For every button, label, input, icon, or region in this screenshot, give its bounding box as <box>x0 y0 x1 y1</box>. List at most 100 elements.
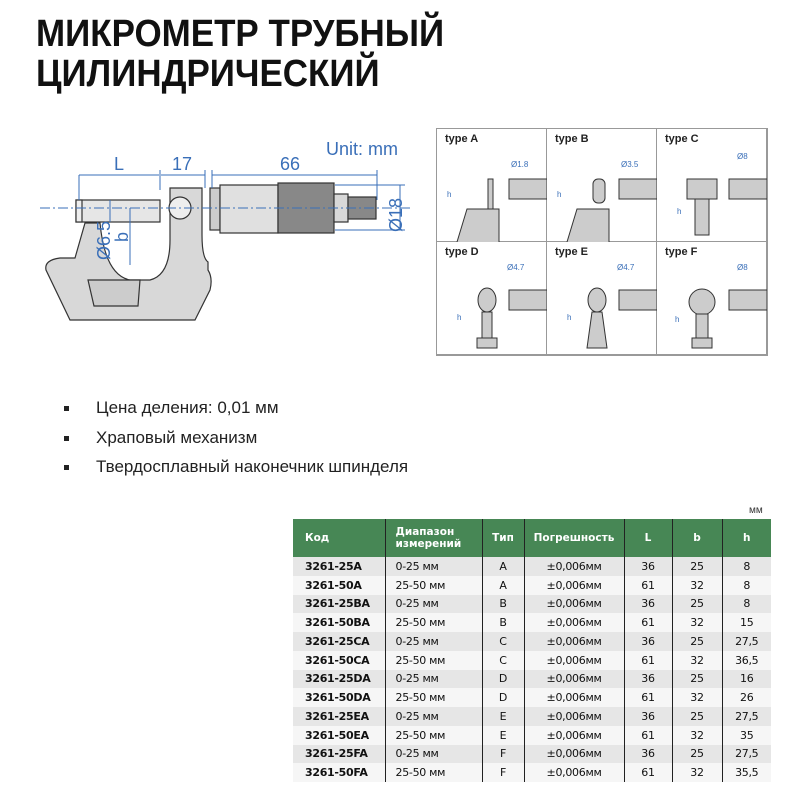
page-title: МИКРОМЕТР ТРУБНЫЙ ЦИЛИНДРИЧЕСКИЙ <box>36 14 444 94</box>
table-cell: 35,5 <box>721 763 771 782</box>
table-cell: C <box>481 650 524 670</box>
table-cell: A <box>481 557 524 576</box>
tip-h: h <box>677 207 681 216</box>
table-cell: 61 <box>623 613 672 632</box>
table-cell: 8 <box>721 575 771 595</box>
table-cell: 32 <box>671 763 722 782</box>
table-cell: 61 <box>623 575 672 595</box>
table-cell: 0-25 мм <box>384 632 482 651</box>
title-line-1: МИКРОМЕТР ТРУБНЫЙ <box>36 13 445 55</box>
table-cell: ±0,006мм <box>523 594 624 614</box>
table-cell: 36 <box>623 632 672 651</box>
feature-item: Цена деления: 0,01 мм <box>64 398 408 428</box>
dim-l: L <box>114 154 124 174</box>
tip-label: type F <box>665 246 698 258</box>
table-cell: 25-50 мм <box>384 613 482 632</box>
column-header: Тип <box>481 519 524 557</box>
table-cell: ±0,006мм <box>523 725 624 745</box>
table-cell: 3261-25EA <box>293 707 385 726</box>
table-cell: 3261-50DA <box>293 688 385 707</box>
table-cell: ±0,006мм <box>523 650 624 670</box>
tip-h: h <box>457 313 461 322</box>
table-cell: C <box>481 632 524 651</box>
micrometer-drawing: Unit: mm L 17 66 Ø18 Ø6.5 b <box>40 139 410 321</box>
column-header: Погрешность <box>523 519 624 557</box>
table-cell: 8 <box>721 557 771 576</box>
tip-h: h <box>557 190 561 199</box>
tip-h: h <box>447 190 451 199</box>
table-cell: 3261-25A <box>293 557 385 576</box>
table-cell: 32 <box>671 725 722 745</box>
table-cell: 0-25 мм <box>384 594 482 614</box>
table-cell: 8 <box>721 594 771 614</box>
table-cell: ±0,006мм <box>523 613 624 632</box>
table-cell: 3261-50FA <box>293 763 385 782</box>
table-cell: ±0,006мм <box>523 632 624 651</box>
column-header: b <box>671 519 722 557</box>
table-cell: 25 <box>671 744 722 764</box>
feature-list: Цена деления: 0,01 мм Храповый механизм … <box>64 398 408 487</box>
tip-label: type A <box>445 133 479 145</box>
table-cell: 25 <box>671 669 722 689</box>
tip-label: type E <box>555 246 589 258</box>
table-cell: 27,5 <box>721 632 771 651</box>
table-cell: E <box>481 725 524 745</box>
table-cell: 25-50 мм <box>384 650 482 670</box>
tip-diameter: Ø8 <box>737 152 748 161</box>
table-cell: 3261-50EA <box>293 725 385 745</box>
dim-66: 66 <box>280 154 300 174</box>
column-header: L <box>623 519 672 557</box>
table-cell: A <box>481 575 524 595</box>
table-cell: B <box>481 594 524 614</box>
table-cell: ±0,006мм <box>523 557 624 576</box>
dim-17: 17 <box>172 154 192 174</box>
table-cell: 3261-50A <box>293 575 385 595</box>
table-cell: 25-50 мм <box>384 575 482 595</box>
table-cell: 36 <box>623 707 672 726</box>
tip-h: h <box>567 313 571 322</box>
table-cell: 16 <box>721 669 771 689</box>
table-cell: 25-50 мм <box>384 688 482 707</box>
feature-item: Храповый механизм <box>64 428 408 458</box>
table-cell: 36 <box>623 557 672 576</box>
table-cell: 32 <box>671 613 722 632</box>
tip-diameter: Ø4.7 <box>617 263 635 272</box>
table-cell: 36 <box>623 669 672 689</box>
table-cell: 3261-25CA <box>293 632 385 651</box>
table-cell: F <box>481 744 524 764</box>
tip-type-a: type A Ø1.8 h <box>437 129 547 242</box>
table-cell: 32 <box>671 688 722 707</box>
tip-diameter: Ø1.8 <box>511 160 529 169</box>
dim-b: b <box>112 232 132 242</box>
feature-item: Твердосплавный наконечник шпинделя <box>64 457 408 487</box>
table-cell: 61 <box>623 688 672 707</box>
table-cell: B <box>481 613 524 632</box>
unit-label: Unit: mm <box>326 139 398 159</box>
table-cell: 3261-25DA <box>293 669 385 689</box>
table-cell: 32 <box>671 650 722 670</box>
table-cell: 61 <box>623 763 672 782</box>
tip-type-e: type E Ø4.7 h <box>547 242 657 355</box>
table-cell: 0-25 мм <box>384 557 482 576</box>
tip-diameter: Ø4.7 <box>507 263 525 272</box>
table-cell: 3261-50CA <box>293 650 385 670</box>
table-cell: 61 <box>623 650 672 670</box>
tip-diameter: Ø3.5 <box>621 160 639 169</box>
table-cell: 61 <box>623 725 672 745</box>
table-cell: 36,5 <box>721 650 771 670</box>
table-cell: 32 <box>671 575 722 595</box>
table-cell: ±0,006мм <box>523 763 624 782</box>
table-cell: 25 <box>671 707 722 726</box>
